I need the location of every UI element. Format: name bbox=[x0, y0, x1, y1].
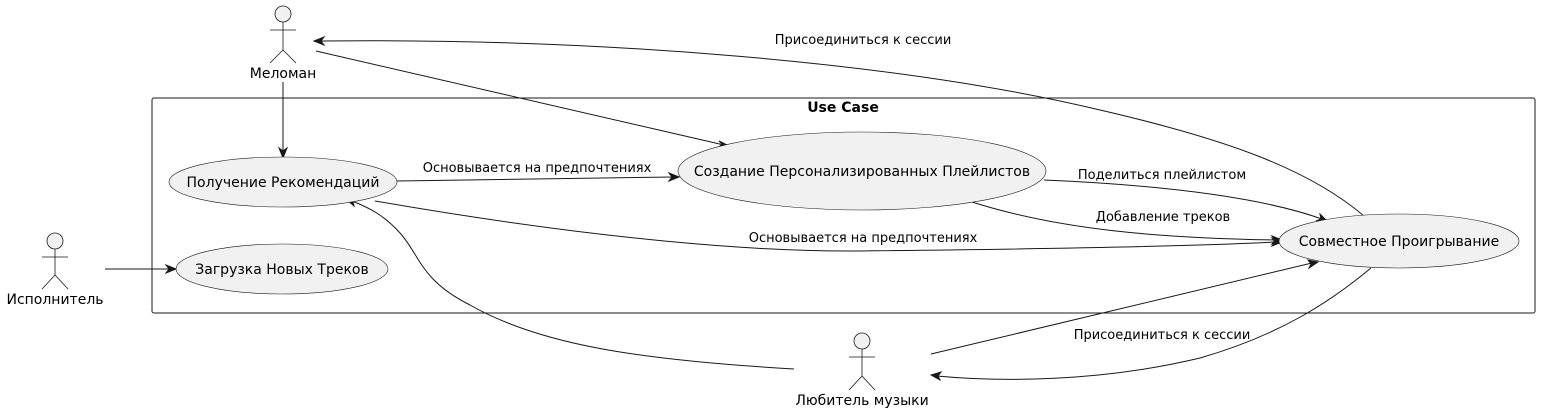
use-case-label: Создание Персонализированных Плейлистов bbox=[694, 164, 1030, 180]
use-case-label: Совместное Проигрывание bbox=[1299, 234, 1499, 250]
use-case-recommendations: Получение Рекомендаций bbox=[168, 156, 398, 208]
system-boundary-title: Use Case bbox=[807, 100, 879, 116]
use-case-label: Получение Рекомендаций bbox=[187, 175, 380, 191]
edge-musiclover-recommendations bbox=[344, 198, 795, 370]
edge-playlists-coplay-tracks: Добавление треков bbox=[971, 201, 1284, 246]
use-case-coplay: Совместное Проигрывание bbox=[1278, 213, 1520, 269]
edge-performer-upload bbox=[105, 263, 178, 275]
actor-performer: Исполнитель bbox=[6, 232, 104, 308]
edge-coplay-musiclover: Присоединиться к сессии bbox=[929, 267, 1372, 382]
actor-meloman: Меломан bbox=[250, 5, 317, 82]
edge-meloman-recommendations bbox=[277, 82, 289, 160]
actor-name: Любитель музыки bbox=[795, 393, 928, 409]
edge-label-playlists-coplay-share: Поделиться плейлистом bbox=[1078, 168, 1246, 183]
edge-label-coplay-musiclover: Присоединиться к сессии bbox=[1074, 328, 1251, 343]
system-boundary: Use Case bbox=[151, 97, 1536, 314]
edge-label-playlists-coplay-tracks: Добавление треков bbox=[1096, 210, 1230, 225]
actor-name: Исполнитель bbox=[6, 292, 103, 308]
edge-musiclover-coplay bbox=[930, 259, 1320, 355]
edge-coplay-meloman: Присоединиться к сессии bbox=[312, 33, 1365, 217]
actor-music-lover: Любитель музыки bbox=[795, 332, 929, 409]
actor-name: Меломан bbox=[250, 66, 317, 82]
edge-recommendations-playlists: Основывается на предпочтениях bbox=[396, 161, 681, 183]
edge-meloman-playlists bbox=[315, 50, 731, 150]
use-case-upload: Загрузка Новых Треков bbox=[175, 243, 389, 295]
edge-label-coplay-meloman: Присоединиться к сессии bbox=[775, 33, 952, 48]
edge-label-recommendations-playlists: Основывается на предпочтениях bbox=[423, 161, 652, 176]
use-case-playlists: Создание Персонализированных Плейлистов bbox=[677, 131, 1047, 211]
edge-label-recommendations-coplay: Основывается на предпочтениях bbox=[749, 231, 978, 246]
use-case-label: Загрузка Новых Треков bbox=[195, 262, 368, 278]
